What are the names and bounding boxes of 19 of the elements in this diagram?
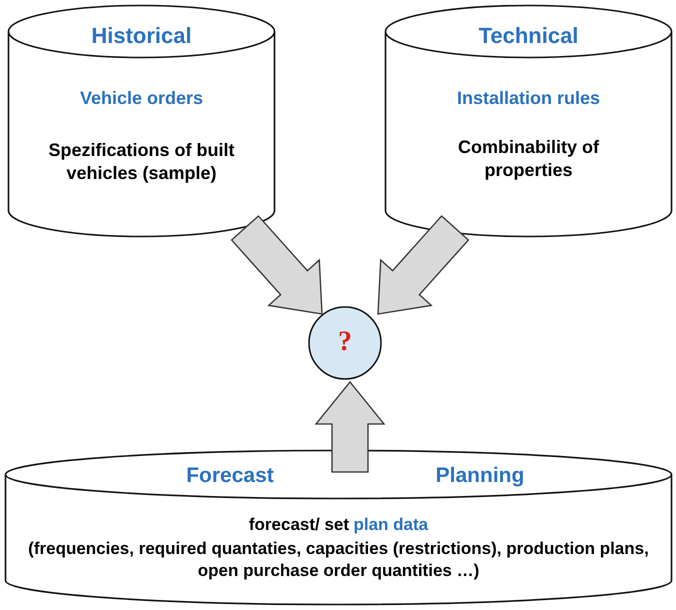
database-cylinder (5, 450, 672, 605)
subheading: Installation rules (456, 87, 602, 110)
block-arrow (377, 215, 470, 315)
block-arrow (230, 215, 323, 315)
description-highlight: plan data (354, 515, 428, 534)
block-arrow (314, 380, 386, 473)
heading: Forecast (185, 463, 275, 489)
database-cylinder (385, 5, 672, 237)
heading: Planning (434, 463, 526, 489)
heading: Technical (478, 22, 580, 50)
question-circle (308, 306, 382, 380)
database-cylinder (8, 5, 275, 237)
description: (frequencies, required quantaties, capacities (restrictions), production plans, open purchase order quantities …) (27, 538, 650, 582)
description: Combinability of properties (457, 136, 600, 182)
description: Spezifications of built vehicles (sample) (47, 139, 236, 186)
question-mark: ? (337, 325, 353, 359)
description: forecast/ set (248, 515, 350, 534)
subheading: Vehicle orders (78, 87, 204, 110)
heading: Historical (90, 22, 193, 50)
